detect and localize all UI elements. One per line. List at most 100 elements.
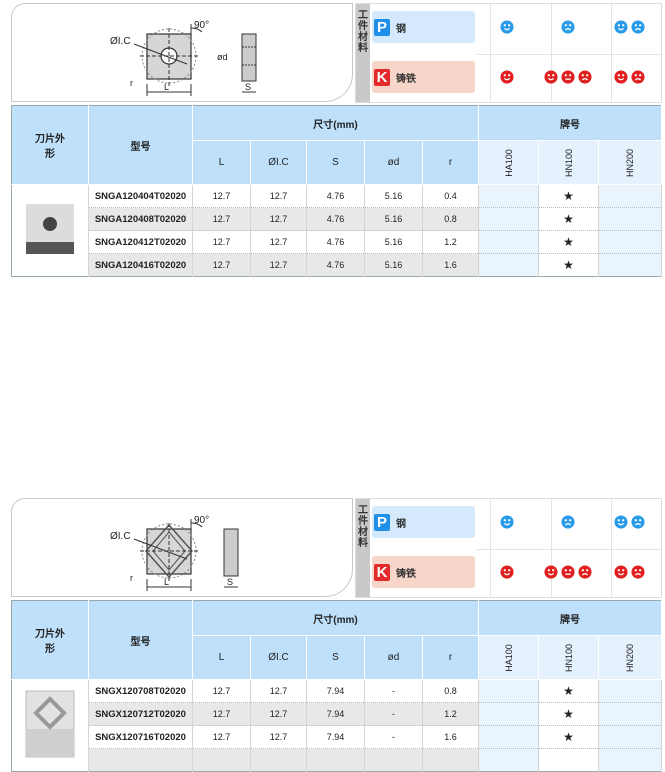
suitability-HN200 — [598, 61, 660, 93]
dim-cell: 12.7 — [192, 702, 251, 726]
grade-cell — [478, 230, 540, 254]
model-cell — [88, 748, 193, 772]
sad-face-icon — [578, 565, 592, 579]
grade-cell — [598, 253, 663, 277]
length-label: L — [164, 577, 169, 587]
insert-shape-cell — [11, 679, 89, 772]
suitability-HA100 — [477, 506, 537, 538]
happy-face-icon — [544, 565, 558, 579]
grade-cell — [598, 184, 663, 208]
header-dim-1: ØI.C — [250, 635, 307, 680]
dim-cell: 5.16 — [364, 184, 423, 208]
dim-cell — [250, 748, 307, 772]
dim-cell: 12.7 — [250, 230, 307, 254]
material-label: 工件材料 — [356, 4, 370, 102]
happy-face-icon — [613, 565, 628, 579]
dim-cell: 12.7 — [250, 679, 307, 703]
product-panel-1: ØI.C 90° r L ød S 工件材料 P 钢 K 铸铁 刀片外形 型号 … — [0, 0, 665, 277]
grade-cell — [478, 679, 540, 703]
model-cell: SNGA120412T02020 — [88, 230, 193, 254]
dim-cell — [422, 748, 480, 772]
dim-cell: 1.2 — [422, 230, 480, 254]
model-cell: SNGA120408T02020 — [88, 207, 193, 231]
dim-cell: 5.16 — [364, 207, 423, 231]
dim-cell: 12.7 — [250, 184, 307, 208]
suitability-HA100 — [477, 61, 537, 93]
dim-cell: 4.76 — [306, 253, 365, 277]
dim-cell — [306, 748, 365, 772]
header-dim-2: S — [306, 635, 365, 680]
dim-cell: - — [364, 702, 423, 726]
happy-face-icon — [500, 515, 514, 529]
header-grade-HA100: HA100 — [478, 635, 540, 680]
material-badge: P — [374, 18, 390, 36]
dim-cell: 12.7 — [250, 253, 307, 277]
dim-cell: 12.7 — [192, 679, 251, 703]
header-grade-HN200: HN200 — [598, 635, 663, 680]
dim-cell: 12.7 — [250, 725, 307, 749]
model-cell: SNGX120708T02020 — [88, 679, 193, 703]
dim-cell: 7.94 — [306, 725, 365, 749]
drawing-box: ØI.C 90° r L S — [11, 498, 353, 597]
hole-diameter-label: ød — [217, 52, 228, 62]
header-grade-HN100: HN100 — [538, 635, 600, 680]
suitability-HN100 — [538, 556, 598, 588]
dim-cell: - — [364, 679, 423, 703]
header-grade-HN100: HN100 — [538, 140, 600, 185]
dim-cell: 7.94 — [306, 702, 365, 726]
dim-cell: 12.7 — [250, 207, 307, 231]
suitability-HN200 — [598, 11, 660, 43]
grade-cell — [478, 207, 540, 231]
dim-cell: 1.2 — [422, 702, 480, 726]
suitability-HA100 — [477, 556, 537, 588]
dim-cell: 5.16 — [364, 230, 423, 254]
dim-cell — [364, 748, 423, 772]
model-cell: SNGA120404T02020 — [88, 184, 193, 208]
sad-face-icon — [630, 565, 645, 579]
dim-cell: 0.8 — [422, 207, 480, 231]
header-model: 型号 — [88, 600, 193, 680]
header-dimensions: 尺寸(mm) — [192, 600, 480, 636]
happy-face-icon — [500, 70, 514, 84]
header-grade: 牌号 — [478, 600, 663, 636]
grade-cell — [598, 679, 663, 703]
model-cell: SNGX120716T02020 — [88, 725, 193, 749]
grade-cell: ★ — [538, 184, 600, 208]
material-badge: K — [374, 68, 390, 86]
thickness-label: S — [245, 82, 251, 92]
grade-cell — [598, 207, 663, 231]
grade-cell — [598, 230, 663, 254]
dim-cell: 4.76 — [306, 230, 365, 254]
dim-cell: 0.8 — [422, 679, 480, 703]
header-dim-0: L — [192, 635, 251, 680]
header-dim-3: ød — [364, 635, 423, 680]
radius-label: r — [130, 78, 133, 88]
header-dim-4: r — [422, 635, 480, 680]
grade-cell — [478, 184, 540, 208]
header-dim-2: S — [306, 140, 365, 185]
length-label: L — [164, 82, 169, 92]
grade-cell: ★ — [538, 702, 600, 726]
suitability-HN100 — [538, 11, 598, 43]
header-grade: 牌号 — [478, 105, 663, 141]
material-P: P 钢 — [372, 11, 475, 43]
material-name: 铸铁 — [396, 568, 416, 580]
suitability-HN100 — [538, 61, 598, 93]
grade-cell — [478, 702, 540, 726]
grade-cell — [598, 748, 663, 772]
workpiece-material-panel: 工件材料 P 钢 K 铸铁 — [355, 498, 662, 598]
material-badge: P — [374, 513, 390, 531]
material-name: 钢 — [396, 518, 406, 530]
header-shape: 刀片外形 — [11, 105, 89, 185]
grade-cell — [478, 253, 540, 277]
grade-cell: ★ — [538, 230, 600, 254]
dim-cell: 7.94 — [306, 679, 365, 703]
material-P: P 钢 — [372, 506, 475, 538]
dim-cell: 12.7 — [192, 184, 251, 208]
suitability-HN100 — [538, 506, 598, 538]
product-panel-2: ØI.C 90° r L S 工件材料 P 钢 K 铸铁 刀片外形 型号 尺寸(… — [0, 495, 665, 772]
